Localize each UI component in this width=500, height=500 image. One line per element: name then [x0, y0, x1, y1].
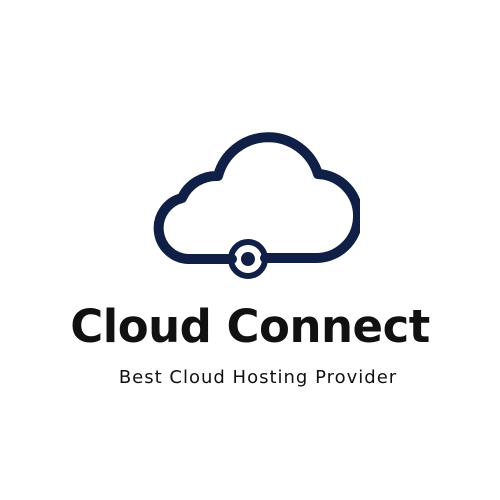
connector-ring: [228, 239, 268, 279]
cloud-outline: [153, 132, 360, 264]
tagline: Best Cloud Hosting Provider: [118, 367, 398, 388]
brand-name: Cloud Connect: [70, 300, 430, 353]
connector-dot: [241, 252, 255, 266]
cloud-connect-icon: [153, 132, 360, 279]
